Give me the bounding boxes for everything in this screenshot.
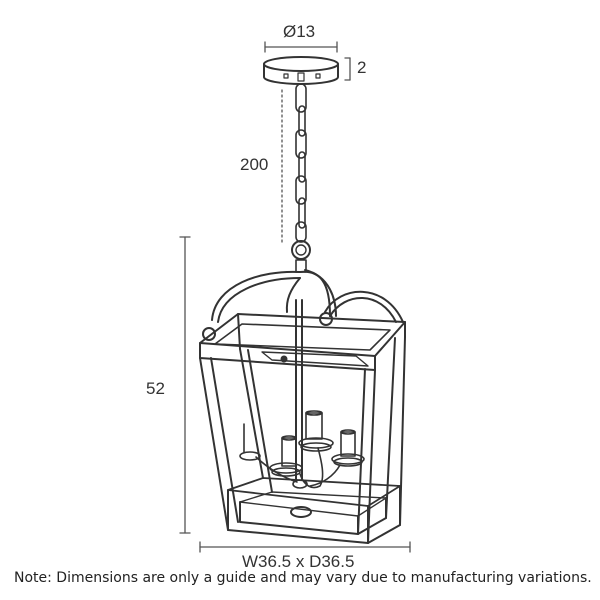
chain [295,83,307,243]
candle-cluster [239,410,365,489]
canopy-diameter-label: Ø13 [283,22,316,41]
ceiling-canopy [263,56,339,85]
hanger-arms [202,269,404,481]
body-height-label: 52 [146,379,165,398]
canopy-height-label: 2 [357,58,367,77]
top-ring [291,240,311,273]
chain-length-label: 200 [240,155,269,174]
lantern-frame [199,313,406,544]
disclaimer-note: Note: Dimensions are only a guide and ma… [14,570,592,586]
dimension-lines [179,41,411,553]
width-depth-label: W36.5 x D36.5 [242,552,355,571]
